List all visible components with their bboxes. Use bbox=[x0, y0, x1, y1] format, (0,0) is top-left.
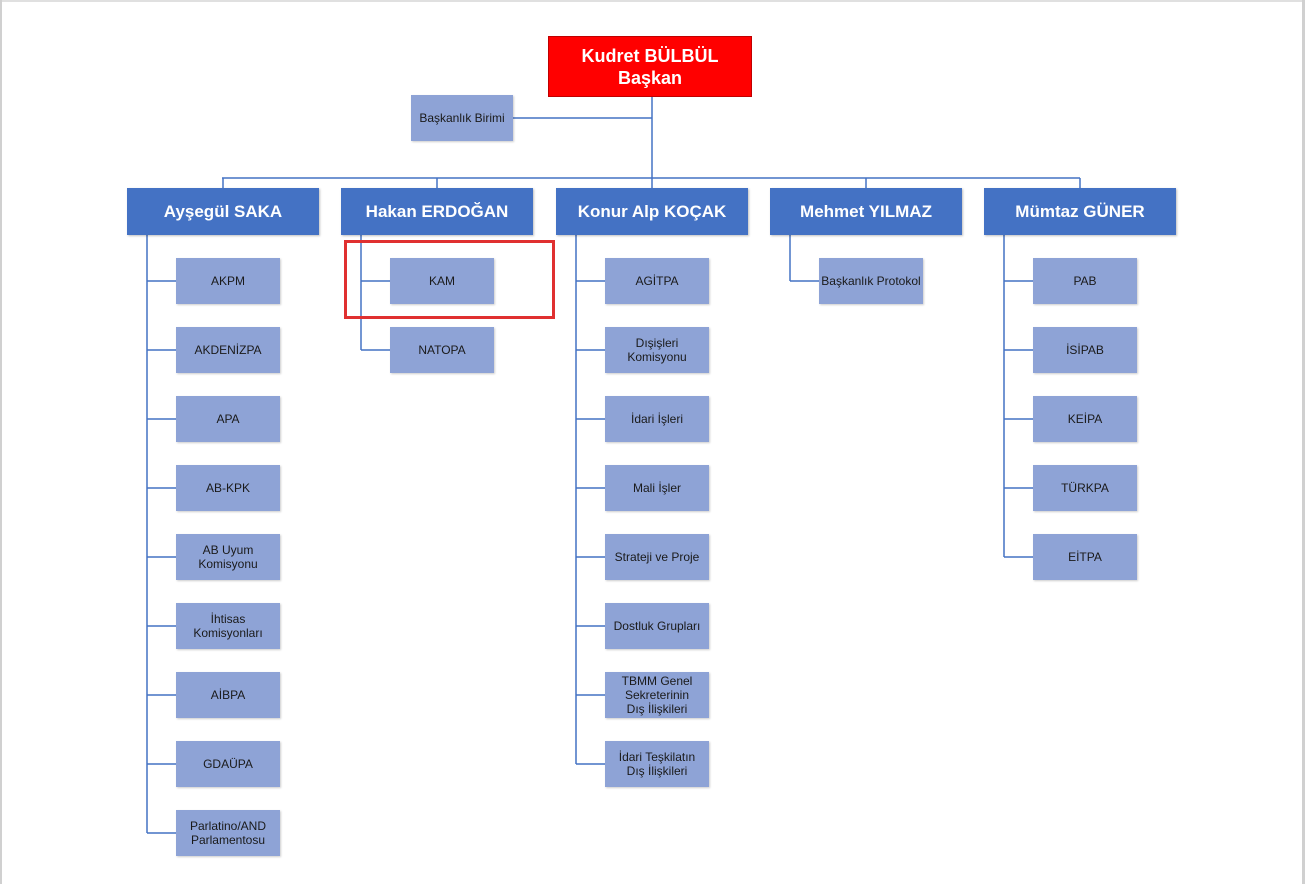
chairman-title: Başkan bbox=[617, 67, 683, 88]
unit-box[interactable]: GDAÜPA bbox=[176, 741, 280, 787]
branch-head-box[interactable]: Konur Alp KOÇAK bbox=[556, 188, 748, 235]
unit-box[interactable]: Başkanlık Protokol bbox=[819, 258, 923, 304]
office-box[interactable]: Başkanlık Birimi bbox=[411, 95, 513, 141]
branch-head-box[interactable]: Ayşegül SAKA bbox=[127, 188, 319, 235]
unit-box[interactable]: KEİPA bbox=[1033, 396, 1137, 442]
unit-box[interactable]: İdari Teşkilatın Dış İlişkileri bbox=[605, 741, 709, 787]
branch-head-box[interactable]: Mehmet YILMAZ bbox=[770, 188, 962, 235]
unit-box[interactable]: İhtisas Komisyonları bbox=[176, 603, 280, 649]
chairman-box[interactable]: Kudret BÜLBÜL Başkan bbox=[548, 36, 752, 97]
branch-head-box[interactable]: Mümtaz GÜNER bbox=[984, 188, 1176, 235]
page-frame-right bbox=[1302, 0, 1305, 884]
page-frame-top bbox=[0, 0, 1305, 2]
unit-box[interactable]: Dışişleri Komisyonu bbox=[605, 327, 709, 373]
unit-box[interactable]: NATOPA bbox=[390, 327, 494, 373]
unit-box[interactable]: İSİPAB bbox=[1033, 327, 1137, 373]
unit-box[interactable]: APA bbox=[176, 396, 280, 442]
unit-box[interactable]: KAM bbox=[390, 258, 494, 304]
highlight-frame bbox=[344, 240, 555, 319]
unit-box[interactable]: AKPM bbox=[176, 258, 280, 304]
unit-box[interactable]: AB-KPK bbox=[176, 465, 280, 511]
unit-box[interactable]: AB Uyum Komisyonu bbox=[176, 534, 280, 580]
unit-box[interactable]: Mali İşler bbox=[605, 465, 709, 511]
branch-head-box[interactable]: Hakan ERDOĞAN bbox=[341, 188, 533, 235]
unit-box[interactable]: EİTPA bbox=[1033, 534, 1137, 580]
unit-box[interactable]: PAB bbox=[1033, 258, 1137, 304]
unit-box[interactable]: AKDENİZPA bbox=[176, 327, 280, 373]
unit-box[interactable]: TÜRKPA bbox=[1033, 465, 1137, 511]
unit-box[interactable]: TBMM Genel Sekreterinin Dış İlişkileri bbox=[605, 672, 709, 718]
page-frame-left bbox=[0, 0, 2, 884]
unit-box[interactable]: Dostluk Grupları bbox=[605, 603, 709, 649]
unit-box[interactable]: AİBPA bbox=[176, 672, 280, 718]
unit-box[interactable]: Strateji ve Proje bbox=[605, 534, 709, 580]
chairman-name: Kudret BÜLBÜL bbox=[581, 45, 719, 66]
unit-box[interactable]: İdari İşleri bbox=[605, 396, 709, 442]
unit-box[interactable]: AGİTPA bbox=[605, 258, 709, 304]
unit-box[interactable]: Parlatino/AND Parlamentosu bbox=[176, 810, 280, 856]
